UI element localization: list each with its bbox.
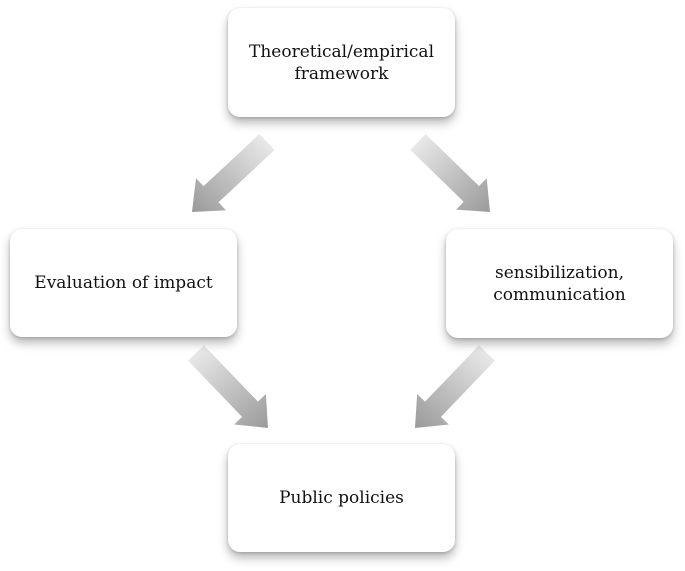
node-sensibilization-communication: sensibilization, communication (446, 229, 673, 338)
arrow-top-to-right (410, 134, 491, 212)
node-label-line: framework (294, 63, 389, 84)
node-label-line: sensibilization, (494, 262, 625, 283)
node-label-line: Theoretical/empirical (248, 41, 435, 62)
node-label-line: communication (493, 284, 626, 305)
node-label-line: Evaluation of impact (34, 273, 213, 293)
node-evaluation-of-impact: Evaluation of impact (10, 229, 237, 337)
arrow-right-to-bottom (415, 345, 495, 429)
node-public-policies: Public policies (228, 444, 455, 552)
node-label-line: Public policies (279, 488, 404, 508)
arrow-left-to-bottom (188, 345, 268, 428)
node-theoretical-empirical-framework: Theoretical/empirical framework (228, 8, 455, 117)
arrow-top-to-left (192, 133, 275, 213)
